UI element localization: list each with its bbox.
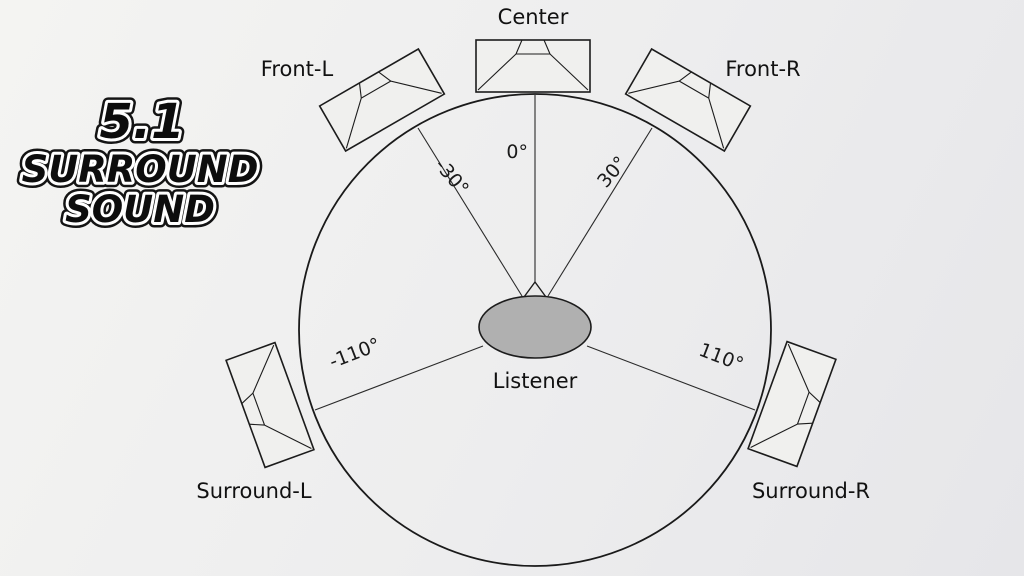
logo-line2: SURROUND bbox=[22, 148, 259, 191]
speaker-box bbox=[624, 47, 752, 153]
logo-line1-outline: 5.1 bbox=[99, 94, 184, 150]
logo-line3: SOUND bbox=[65, 188, 215, 231]
listener bbox=[478, 280, 592, 359]
angle-label-center: 0° bbox=[506, 141, 528, 163]
logo-line1: 5.1 bbox=[99, 94, 184, 150]
label-center: Center bbox=[498, 5, 569, 29]
angle-label-front-left: -30° bbox=[430, 155, 473, 200]
speaker-cone-icon bbox=[628, 71, 725, 149]
speaker-surround-right bbox=[747, 340, 837, 468]
speaker-cone-icon bbox=[345, 71, 442, 149]
guide-line-front-right bbox=[547, 127, 653, 297]
speaker-front-right bbox=[624, 47, 752, 153]
logo-line2-outline: SURROUND bbox=[22, 148, 259, 191]
speaker-surround-left bbox=[225, 341, 315, 469]
label-listener: Listener bbox=[493, 369, 578, 393]
speaker-box bbox=[225, 341, 315, 469]
logo-line3-outline: SOUND bbox=[65, 188, 215, 231]
listening-area-circle bbox=[298, 93, 772, 567]
label-front-left: Front-L bbox=[261, 57, 334, 81]
label-surround-left: Surround-L bbox=[196, 479, 311, 503]
angle-label-front-right: 30° bbox=[593, 152, 632, 192]
speaker-box bbox=[318, 47, 446, 153]
speaker-box bbox=[475, 39, 591, 93]
guide-line-surround-right bbox=[586, 345, 756, 411]
speaker-box bbox=[747, 340, 837, 468]
guide-line-front-left bbox=[417, 127, 523, 297]
speaker-cone-icon bbox=[750, 343, 821, 448]
logo: 5.1 5.1 SURROUND SURROUND SOUND SOUND bbox=[16, 89, 264, 237]
angle-guide-lines bbox=[314, 95, 756, 411]
speaker-front-left bbox=[318, 47, 446, 153]
angle-label-surround-right: 110° bbox=[696, 339, 747, 376]
guide-line-surround-left bbox=[314, 345, 484, 411]
speaker-cone-icon bbox=[241, 344, 312, 449]
speaker-center bbox=[475, 39, 591, 93]
listener-head-ellipse bbox=[478, 295, 592, 359]
angle-label-surround-left: -110° bbox=[326, 334, 383, 373]
speaker-cone-icon bbox=[477, 39, 589, 91]
label-surround-right: Surround-R bbox=[752, 479, 870, 503]
label-front-right: Front-R bbox=[725, 57, 800, 81]
